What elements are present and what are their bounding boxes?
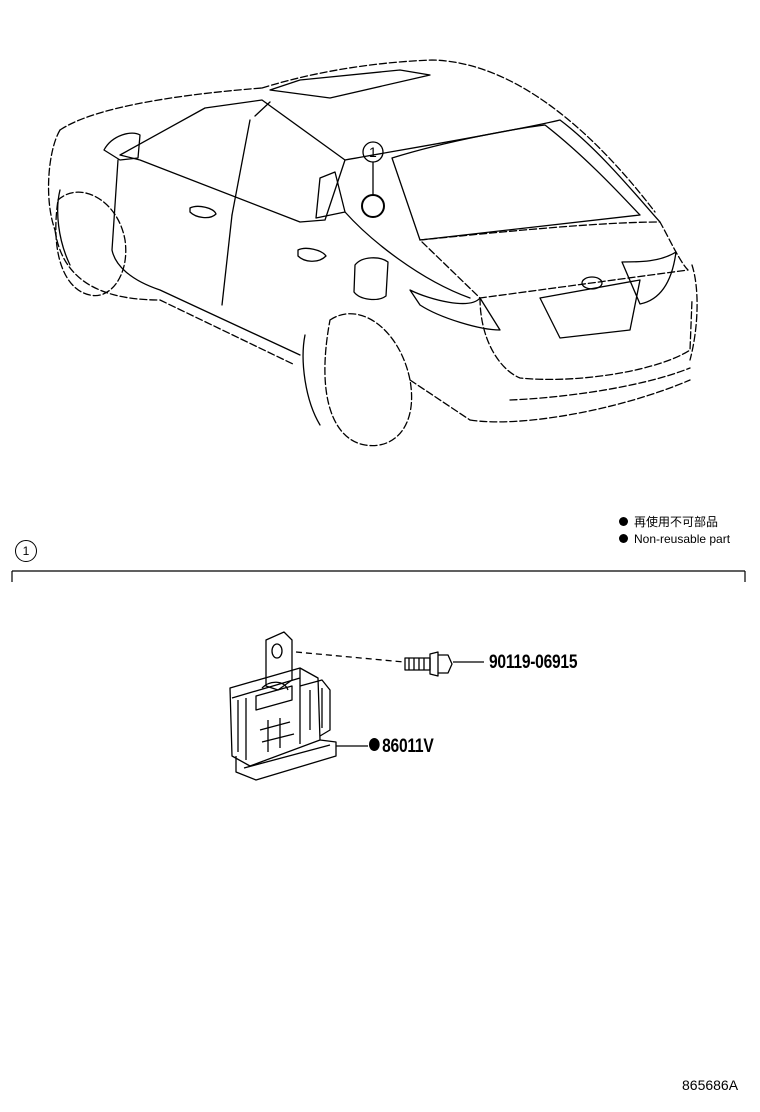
bullet-icon — [619, 534, 628, 544]
callout-index: 1 — [369, 144, 377, 160]
legend-en-text: Non-reusable part — [634, 532, 731, 546]
legend-en: Non-reusable part — [619, 533, 730, 545]
legend-jp-text: 再使用不可部品 — [634, 515, 719, 529]
legend-jp: 再使用不可部品 — [619, 516, 718, 528]
illustration-id: 865686A — [682, 1077, 739, 1093]
part-number-module-text: 86011V — [382, 736, 434, 757]
part-number-module: 86011V — [369, 737, 434, 756]
section-index: 1 — [15, 540, 37, 562]
bullet-icon — [619, 517, 628, 527]
non-reusable-marker-icon — [369, 738, 380, 752]
part-number-bolt: 90119-06915 — [489, 652, 578, 673]
